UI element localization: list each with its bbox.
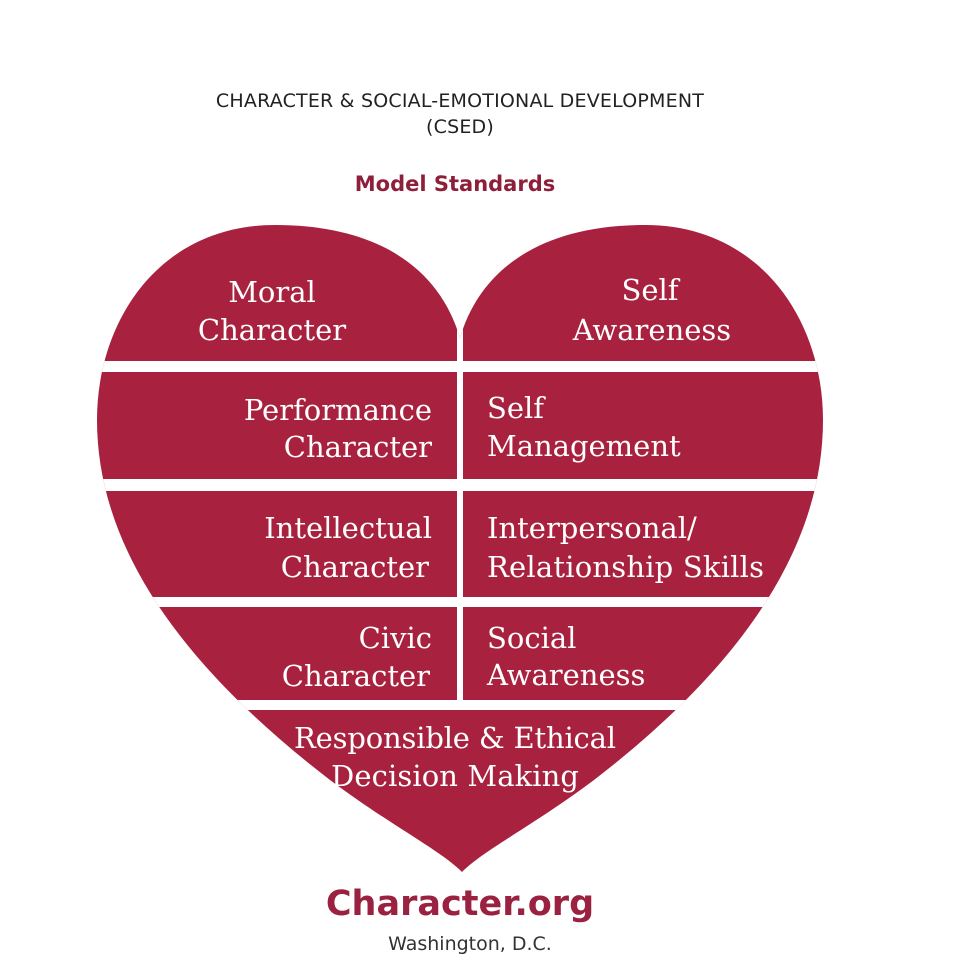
segment-label-line1: Civic [359,621,432,655]
segment-label-line1: Interpersonal/ [487,511,697,545]
segment-self-awareness: Self Awareness [572,273,731,347]
segment-label-line2: Awareness [486,658,645,692]
segment-label-line1: Intellectual [264,511,432,545]
segment-social-awareness: Social Awareness [486,621,645,692]
segment-civic-character: Civic Character [282,621,432,693]
segment-label-line2: Character [198,313,346,347]
segment-label-line2: Management [487,429,681,463]
segment-label-line2: Relationship Skills [487,550,764,584]
segment-label-line2: Character [284,430,432,464]
segment-label-line2: Awareness [572,313,731,347]
segment-label-line2: Decision Making [331,759,579,793]
segment-label-line2: Character [281,550,429,584]
segment-label-line2: Character [282,659,430,693]
segment-label-line1: Responsible & Ethical [294,721,616,755]
segment-label-line1: Moral [228,275,316,309]
segment-intellectual-character: Intellectual Character [264,511,432,584]
segment-interpersonal-skills: Interpersonal/ Relationship Skills [487,511,764,584]
segment-self-management: Self Management [487,391,681,463]
brand-location: Washington, D.C. [388,933,552,955]
segment-label-line1: Social [487,621,576,655]
diagram-title: CHARACTER & SOCIAL-EMOTIONAL DEVELOPMENT… [0,88,920,140]
segment-performance-character: Performance Character [244,393,432,464]
segment-label-line1: Performance [244,393,432,427]
segment-responsible-decision-making: Responsible & Ethical Decision Making [294,721,616,793]
segment-label-line1: Self [487,391,546,425]
segment-label-line1: Self [621,273,680,307]
title-line-1: CHARACTER & SOCIAL-EMOTIONAL DEVELOPMENT [215,90,705,112]
diagram-subtitle: Model Standards [354,172,556,196]
segment-moral-character: Moral Character [198,275,346,347]
brand-logo-text: Character.org [325,884,595,924]
title-line-2: (CSED) [426,116,494,138]
